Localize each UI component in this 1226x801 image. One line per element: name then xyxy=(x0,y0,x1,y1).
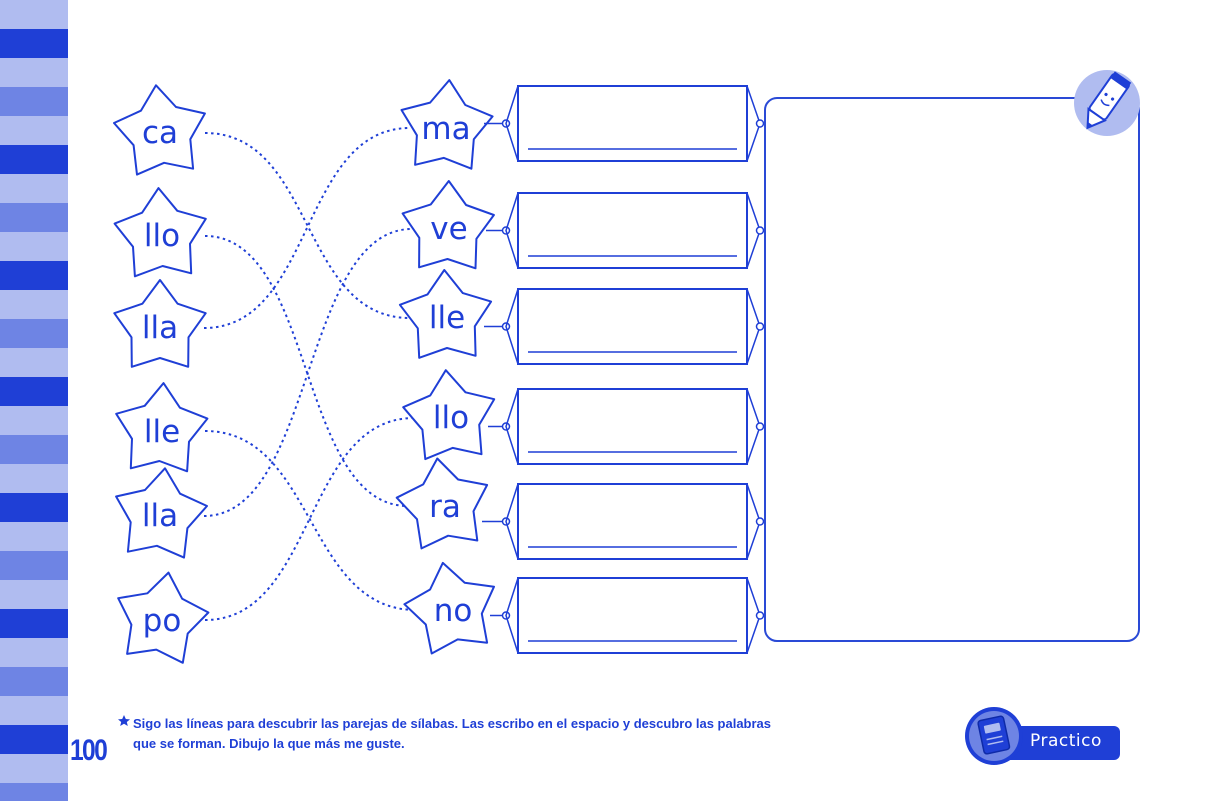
practico-label: Practico xyxy=(1030,731,1102,751)
stripe-band xyxy=(0,0,68,29)
stripe-band xyxy=(0,754,68,783)
stripe-band xyxy=(0,145,68,174)
stripe-band xyxy=(0,522,68,551)
stripe-band xyxy=(0,638,68,667)
left-star xyxy=(113,84,206,176)
left-syllable: lla xyxy=(141,498,179,534)
stripe-band xyxy=(0,348,68,377)
stripe-band xyxy=(0,29,68,58)
right-syllable: ve xyxy=(430,211,468,247)
connection-line xyxy=(204,235,409,507)
stripe-band xyxy=(0,58,68,87)
stripe-band xyxy=(0,377,68,406)
right-syllable: ma xyxy=(421,111,471,147)
left-star xyxy=(113,279,207,368)
instructions-line-1: Sigo las líneas para descubrir las parej… xyxy=(133,716,772,731)
connection-line xyxy=(203,228,413,517)
right-star xyxy=(403,561,495,655)
instruction-star-icon xyxy=(118,715,130,726)
left-star xyxy=(115,382,209,473)
instructions: Sigo las líneas para descubrir las parej… xyxy=(118,714,838,754)
right-syllable: lle xyxy=(428,300,466,336)
left-star xyxy=(115,467,208,559)
left-syllable: ca xyxy=(141,115,179,151)
left-stars xyxy=(113,84,210,664)
right-star xyxy=(398,269,493,359)
page-edge-stripe xyxy=(0,0,68,801)
stripe-band xyxy=(0,435,68,464)
dotted-connection-lines xyxy=(203,127,417,621)
right-syllable: no xyxy=(433,593,473,629)
drawing-frame[interactable] xyxy=(764,97,1140,642)
right-stars xyxy=(395,79,496,655)
stripe-band xyxy=(0,261,68,290)
notebook-icon xyxy=(977,715,1011,755)
stripe-band xyxy=(0,116,68,145)
stripe-band xyxy=(0,493,68,522)
stripe-band xyxy=(0,580,68,609)
left-syllable: lla xyxy=(141,310,179,346)
stripe-band xyxy=(0,232,68,261)
right-syllable: ra xyxy=(429,489,461,525)
stripe-band xyxy=(0,609,68,638)
connection-line xyxy=(204,132,411,319)
stripe-band xyxy=(0,174,68,203)
stripe-band xyxy=(0,406,68,435)
stripe-band xyxy=(0,87,68,116)
stripe-band xyxy=(0,319,68,348)
left-star xyxy=(113,187,207,278)
stripe-band xyxy=(0,464,68,493)
stripe-band xyxy=(0,783,68,801)
left-syllable: llo xyxy=(143,218,181,254)
stripe-band xyxy=(0,667,68,696)
stripe-band xyxy=(0,203,68,232)
stripe-band xyxy=(0,551,68,580)
answer-boxes xyxy=(482,85,765,654)
page-number: 100 xyxy=(70,734,108,767)
left-syllable: lle xyxy=(143,414,181,450)
instructions-line-2: que se forman. Dibujo la que más me gust… xyxy=(133,736,405,751)
stripe-band xyxy=(0,290,68,319)
pencil-mascot-icon xyxy=(1074,70,1140,136)
right-star xyxy=(402,369,496,461)
practico-badge xyxy=(965,707,1120,765)
right-star xyxy=(400,79,494,170)
connection-line xyxy=(204,430,417,611)
left-syllable: po xyxy=(142,603,182,639)
stripe-band xyxy=(0,725,68,754)
stripe-band xyxy=(0,696,68,725)
right-star xyxy=(401,180,495,270)
right-star xyxy=(395,457,489,550)
right-syllable: llo xyxy=(432,400,470,436)
left-star xyxy=(117,571,210,664)
connection-line xyxy=(203,127,411,329)
